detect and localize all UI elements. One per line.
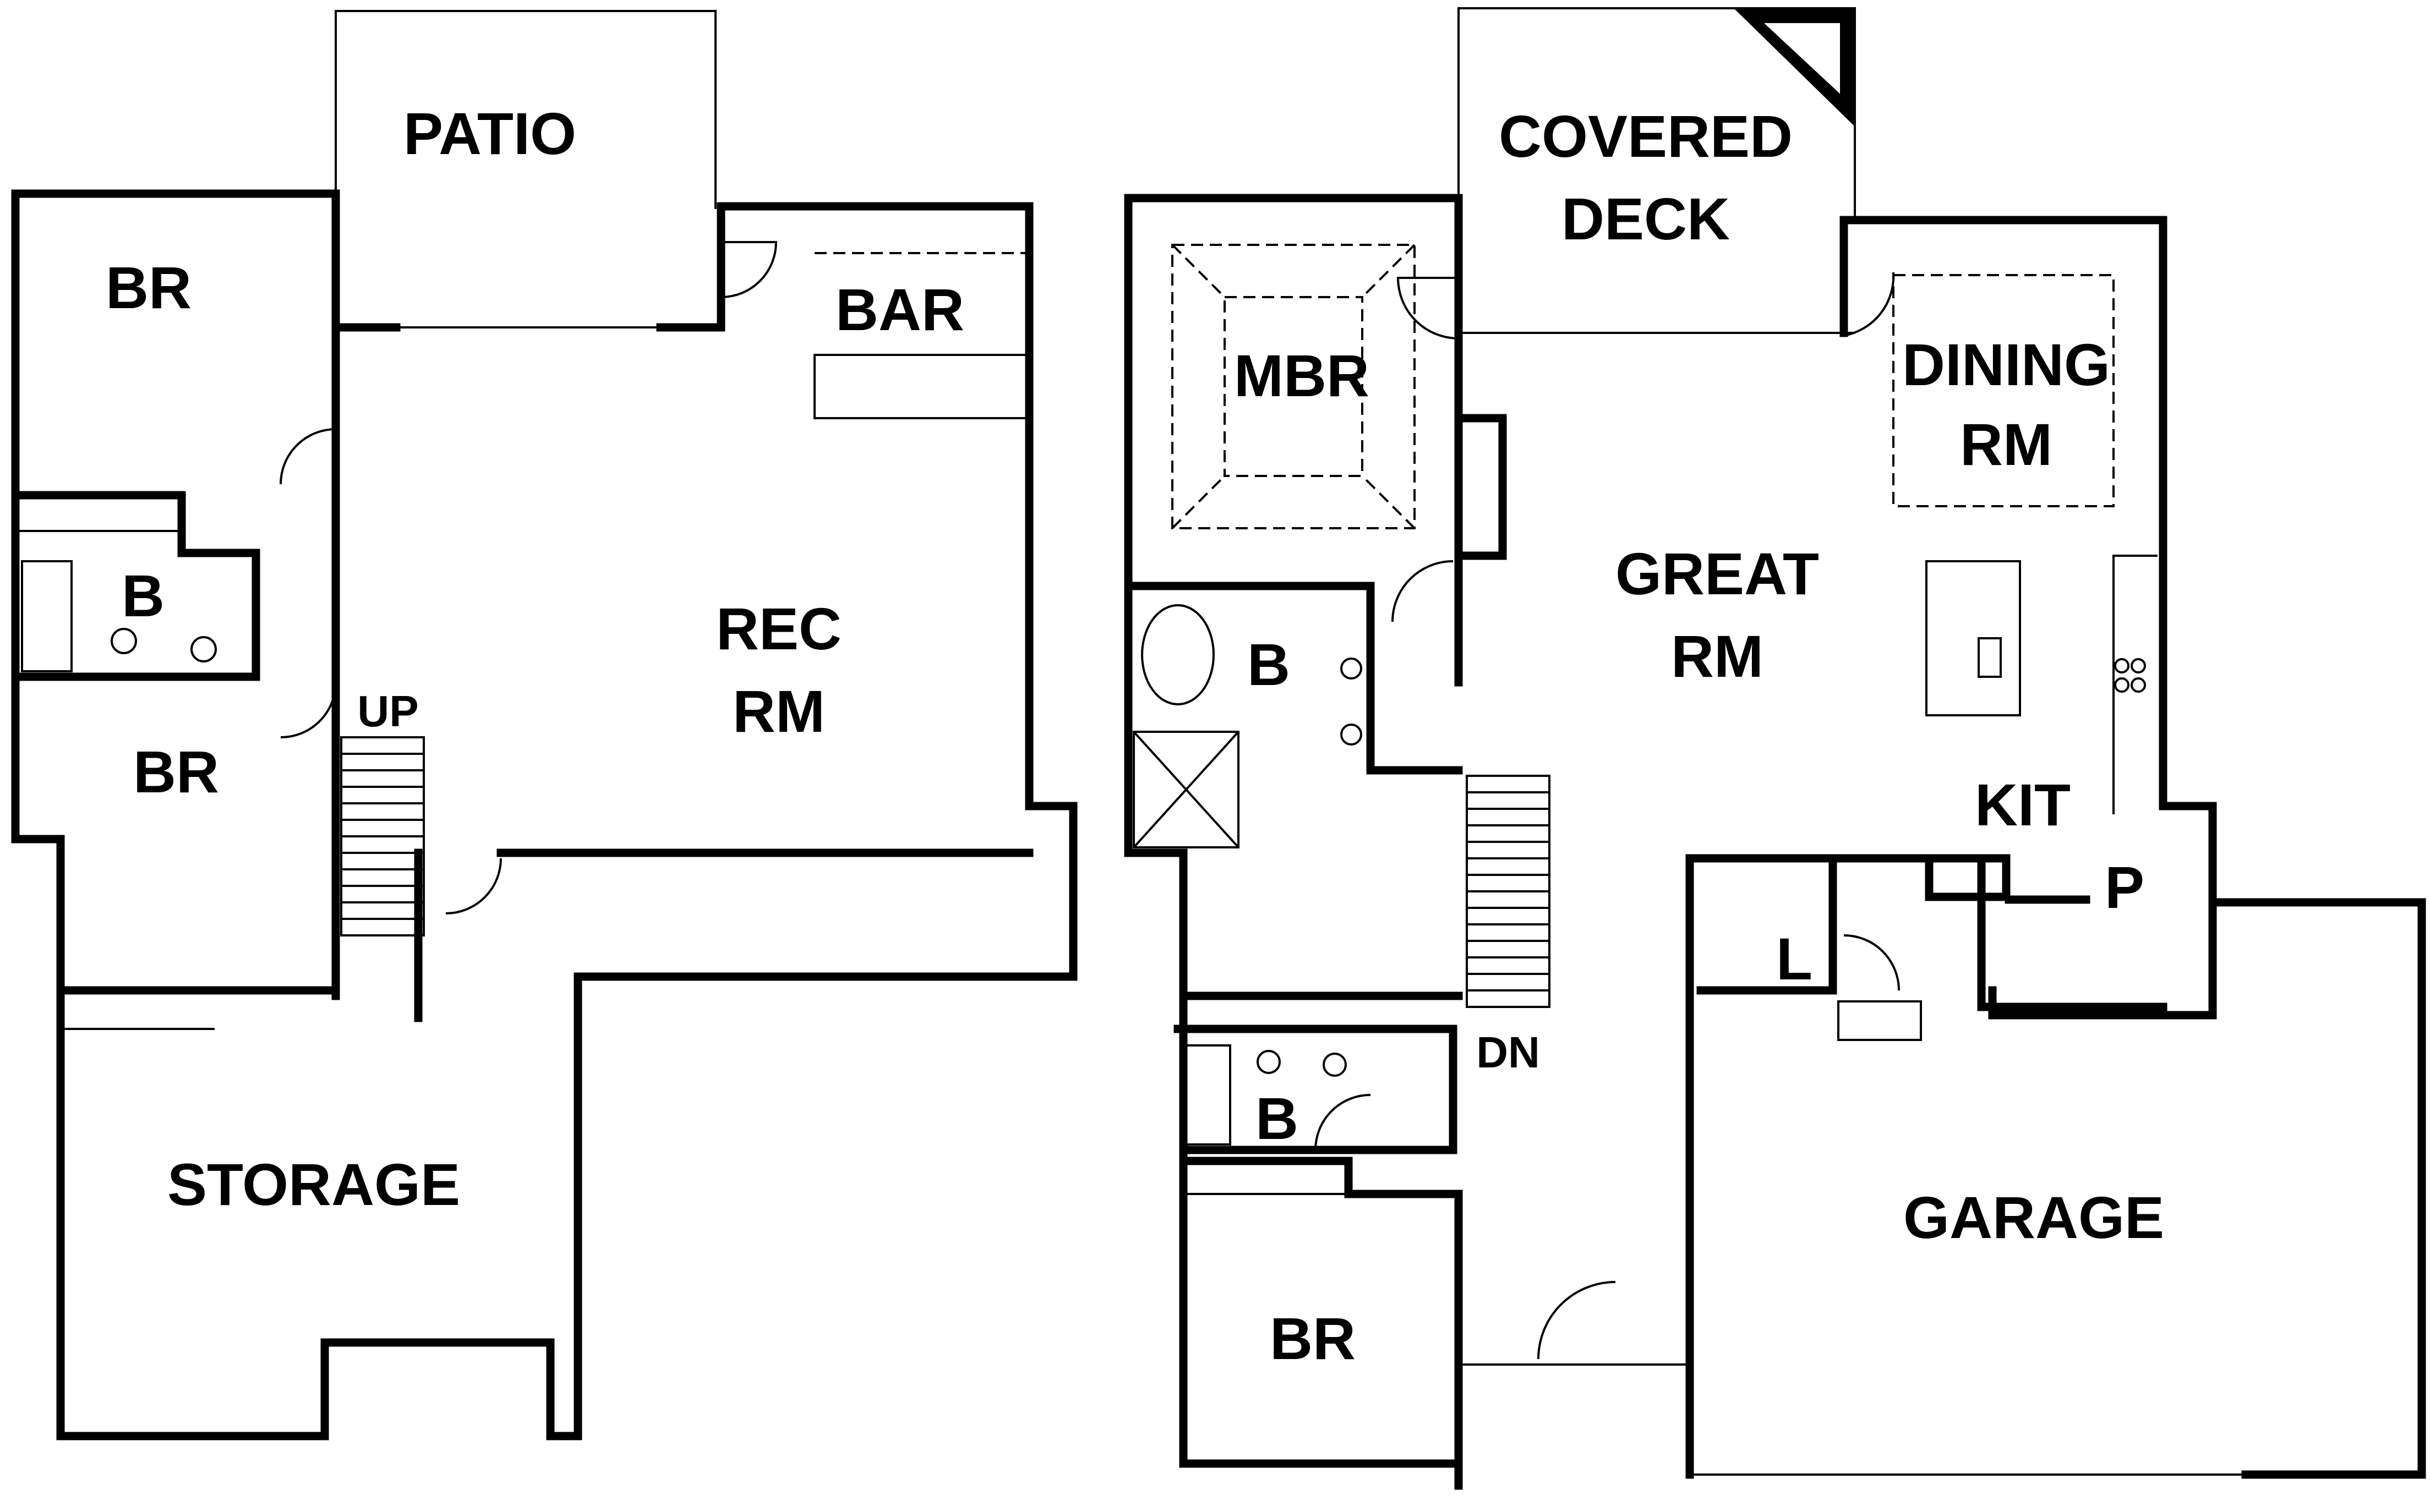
label-br-mid: BR: [133, 738, 219, 805]
label-kit: KIT: [1975, 771, 2071, 838]
br-door-swing: [280, 682, 337, 738]
fireplace-insert: [1758, 21, 1842, 99]
label-garage: GARAGE: [1903, 1184, 2164, 1251]
mbr-tray-ceiling-outer: [1171, 244, 1416, 529]
main-outer-wall: [1124, 194, 1463, 1468]
kitchen-lower-wall: [1977, 854, 2167, 1011]
shower: [1133, 731, 1239, 848]
cooktop-3: [2114, 677, 2129, 693]
label-br: BR: [1270, 1305, 1356, 1372]
master-bath-wall: [1366, 582, 1463, 775]
label-bar: BAR: [836, 276, 964, 343]
label-dining-1: DINING: [1902, 331, 2110, 398]
deck-door-swing: [1396, 277, 1459, 339]
label-rec-1: REC: [716, 595, 842, 662]
label-master-bath: B: [1247, 631, 1290, 698]
island-sink: [1978, 637, 2002, 678]
cooktop-4: [2131, 677, 2146, 693]
great-room-fireplace: [1454, 414, 1507, 560]
label-deck-2: DECK: [1561, 185, 1730, 252]
laundry-wall: [1696, 854, 1837, 995]
bath-door-swing: [280, 428, 336, 485]
cooktop-2: [2131, 658, 2146, 673]
bath2-toilet: [1257, 1050, 1281, 1074]
patio-door-swing: [720, 241, 778, 298]
bath2-door-swing: [1314, 1094, 1371, 1151]
garage-outer: [2208, 898, 2426, 1479]
label-up: UP: [357, 687, 418, 736]
bath2-wall: [1173, 1025, 1457, 1154]
bathtub: [21, 560, 73, 672]
label-dn: DN: [1476, 1028, 1540, 1077]
stairs-down: [1466, 775, 1550, 1008]
mbr-tray-ceiling-inner: [1224, 296, 1363, 477]
label-bath2: B: [1255, 1085, 1298, 1152]
bath2-sink: [1323, 1053, 1347, 1077]
main-level-plan: [1124, 7, 2426, 1490]
pantry-box: [1925, 854, 2011, 901]
lower-level-plan: [11, 10, 1078, 1440]
label-pantry: P: [2105, 854, 2144, 921]
entry-steps: [1837, 1000, 1922, 1041]
stairs-up: [340, 736, 425, 936]
lower-outer-wall: [11, 189, 1078, 1440]
master-sink-2: [1340, 724, 1362, 746]
main-outer-wall-right: [1839, 216, 2217, 1020]
sink: [190, 636, 217, 662]
kitchen-island: [1925, 560, 2021, 716]
label-great-1: GREAT: [1615, 540, 1819, 607]
label-mbr: MBR: [1234, 342, 1369, 409]
dining-ceiling: [1892, 274, 2115, 507]
label-br-top: BR: [106, 254, 192, 321]
front-door-swing: [1537, 1281, 1616, 1360]
label-dining-2: RM: [1960, 411, 2052, 478]
dining-door-swing: [1843, 272, 1895, 337]
garage-entry-door-swing: [1843, 934, 1900, 991]
cooktop-1: [2114, 658, 2129, 673]
bath-wall: [11, 491, 260, 681]
master-door-swing: [1391, 560, 1454, 622]
label-rec-2: RM: [733, 678, 825, 744]
patio-outline: [335, 10, 717, 325]
soaking-tub: [1141, 604, 1215, 705]
label-great-2: RM: [1671, 623, 1763, 689]
toilet: [111, 628, 137, 654]
label-patio: PATIO: [403, 100, 576, 167]
master-sink-1: [1340, 658, 1362, 680]
label-storage: STORAGE: [167, 1151, 460, 1218]
kitchen-counter: [2112, 555, 2158, 814]
label-laundry: L: [1776, 925, 1812, 992]
label-bath: B: [122, 562, 165, 629]
label-deck-1: COVERED: [1499, 103, 1793, 169]
rec-door-swing: [445, 858, 502, 914]
bath2-tub: [1185, 1044, 1231, 1146]
room-labels: PATIO BR BAR B REC RM UP BR STORAGE COVE…: [106, 100, 2164, 1372]
bar-counter: [813, 354, 1030, 419]
